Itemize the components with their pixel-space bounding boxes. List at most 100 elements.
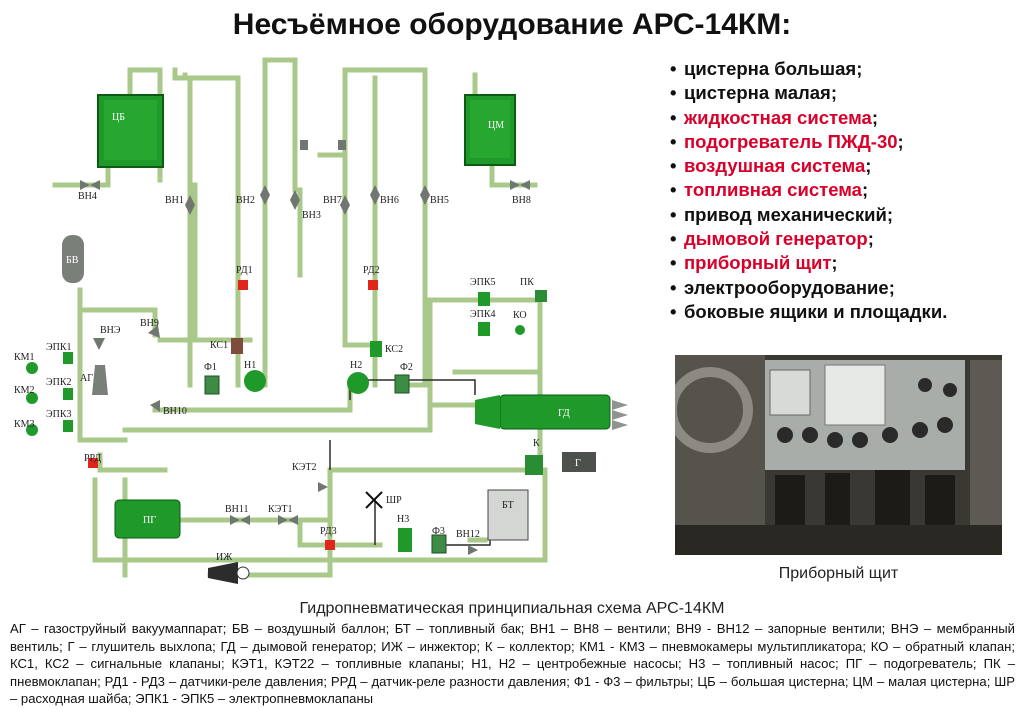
label-vn7: ВН7 (323, 195, 342, 206)
list-item: •цистерна большая; (670, 58, 863, 79)
label-vn12: ВН12 (456, 529, 480, 540)
label-f3: Ф3 (432, 526, 445, 537)
label-km1: КМ1 (14, 352, 35, 363)
vn10-valve (150, 400, 160, 412)
label-vn4: ВН4 (78, 191, 97, 202)
ket2-valve (318, 482, 328, 492)
label-vn1: ВН1 (165, 195, 184, 206)
valves-gray (80, 140, 530, 215)
label-epk2: ЭПК2 (46, 377, 72, 388)
ks2-valve (370, 341, 382, 357)
label-n2: Н2 (350, 360, 362, 371)
label-vn2: ВН2 (236, 195, 255, 206)
n2-pump (347, 372, 369, 394)
muffler (562, 452, 596, 472)
label-epk3: ЭПК3 (46, 409, 72, 420)
vn9-valve (148, 325, 160, 338)
rd2-sensor (368, 280, 378, 290)
rrd-sensor (88, 458, 98, 468)
label-ks2: КС2 (385, 344, 403, 355)
label-n3: Н3 (397, 514, 409, 525)
instrument-panel-photo (675, 355, 1002, 555)
list-item: •цистерна малая; (670, 82, 838, 104)
list-item: •привод механический; (670, 203, 894, 225)
shr-washer (365, 491, 383, 509)
label-collector: К (533, 438, 540, 449)
ket1-valve (278, 515, 288, 525)
label-f1: Ф1 (204, 362, 217, 373)
label-pk: ПК (520, 277, 534, 288)
ko-valve (515, 325, 525, 335)
fuel-tank: БТ (487, 489, 529, 541)
label-vne: ВНЭ (100, 325, 121, 336)
hydropneumatic-diagram: ЦБ ЦМ БВ ВН4 ВН1 ВН2 ВН3 ВН7 ВН6 ВН5 ВН8… (14, 57, 628, 584)
f2-filter (394, 374, 410, 394)
label-vn10: ВН10 (163, 406, 187, 417)
heater: ПГ (114, 499, 181, 539)
pk-valve (535, 290, 547, 302)
label-km3: КМ3 (14, 419, 35, 430)
label-muffler: Г (575, 458, 581, 469)
list-item: •дымовой генератор; (670, 228, 874, 250)
label-rd2: РД2 (363, 265, 380, 276)
photo-caption: Приборный щит (778, 565, 899, 582)
label-f2: Ф2 (400, 362, 413, 373)
n3-pump (398, 528, 412, 552)
label-ks1: КС1 (210, 340, 228, 351)
injector (208, 562, 250, 584)
label-epk1: ЭПК1 (46, 342, 72, 353)
air-bottle-label: БВ (66, 255, 79, 266)
label-rd3: РД3 (320, 526, 337, 537)
epk-group (63, 292, 490, 432)
list-item: •боковые ящики и площадки. (670, 300, 948, 322)
label-ag: АГ (80, 373, 93, 384)
label-rd1: РД1 (236, 265, 253, 276)
label-rrd: РРД (84, 453, 101, 464)
f1-filter (204, 375, 220, 395)
f3-filter (431, 534, 447, 554)
vn11-valve (230, 515, 240, 525)
label-ket1: КЭТ1 (268, 504, 293, 515)
label-epk4: ЭПК4 (470, 309, 496, 320)
ks1-valve (231, 338, 243, 354)
label-shr: ШР (386, 495, 402, 506)
smoke-gen-label: ГД (558, 408, 570, 419)
tank-small-label: ЦМ (488, 120, 504, 131)
vn12-valve (468, 545, 478, 555)
ag-apparatus (92, 365, 108, 395)
scheme-caption: Гидропневматическая принципиальная схема… (299, 600, 725, 617)
rd1-sensor (238, 280, 248, 290)
n1-pump (244, 370, 266, 392)
label-vn8: ВН8 (512, 195, 531, 206)
air-bottle: БВ (62, 235, 84, 283)
label-izh: ИЖ (216, 552, 232, 563)
label-km2: КМ2 (14, 385, 35, 396)
list-item: •приборный щит; (670, 252, 838, 274)
label-ko: КО (513, 310, 527, 321)
label-vn11: ВН11 (225, 504, 249, 515)
label-vn5: ВН5 (430, 195, 449, 206)
fuel-tank-label: БТ (502, 500, 514, 511)
heater-label: ПГ (143, 515, 156, 526)
tank-small: ЦМ (464, 94, 516, 166)
label-vn9: ВН9 (140, 318, 159, 329)
label-vn3: ВН3 (302, 210, 321, 221)
list-item: •электрооборудование; (670, 276, 895, 298)
rd3-sensor (325, 540, 335, 550)
list-item: •воздушная система; (670, 155, 872, 177)
tank-big-label: ЦБ (112, 112, 125, 123)
km-group (26, 362, 38, 436)
vne-valve (93, 338, 105, 350)
label-n1: Н1 (244, 360, 256, 371)
legend-text: АГ – газоструйный вакуумаппарат; БВ – во… (10, 621, 1015, 706)
collector (525, 455, 543, 475)
equipment-list: •цистерна большая; •цистерна малая; •жид… (670, 57, 947, 324)
list-item: •подогреватель ПЖД-30; (670, 130, 904, 152)
label-epk5: ЭПК5 (470, 277, 496, 288)
label-ket2: КЭТ2 (292, 462, 317, 473)
list-item: •топливная система; (670, 179, 869, 201)
list-item: •жидкостная система; (670, 106, 879, 128)
smoke-generator: ГД (475, 394, 628, 430)
label-vn6: ВН6 (380, 195, 399, 206)
tank-big: ЦБ (97, 94, 164, 168)
